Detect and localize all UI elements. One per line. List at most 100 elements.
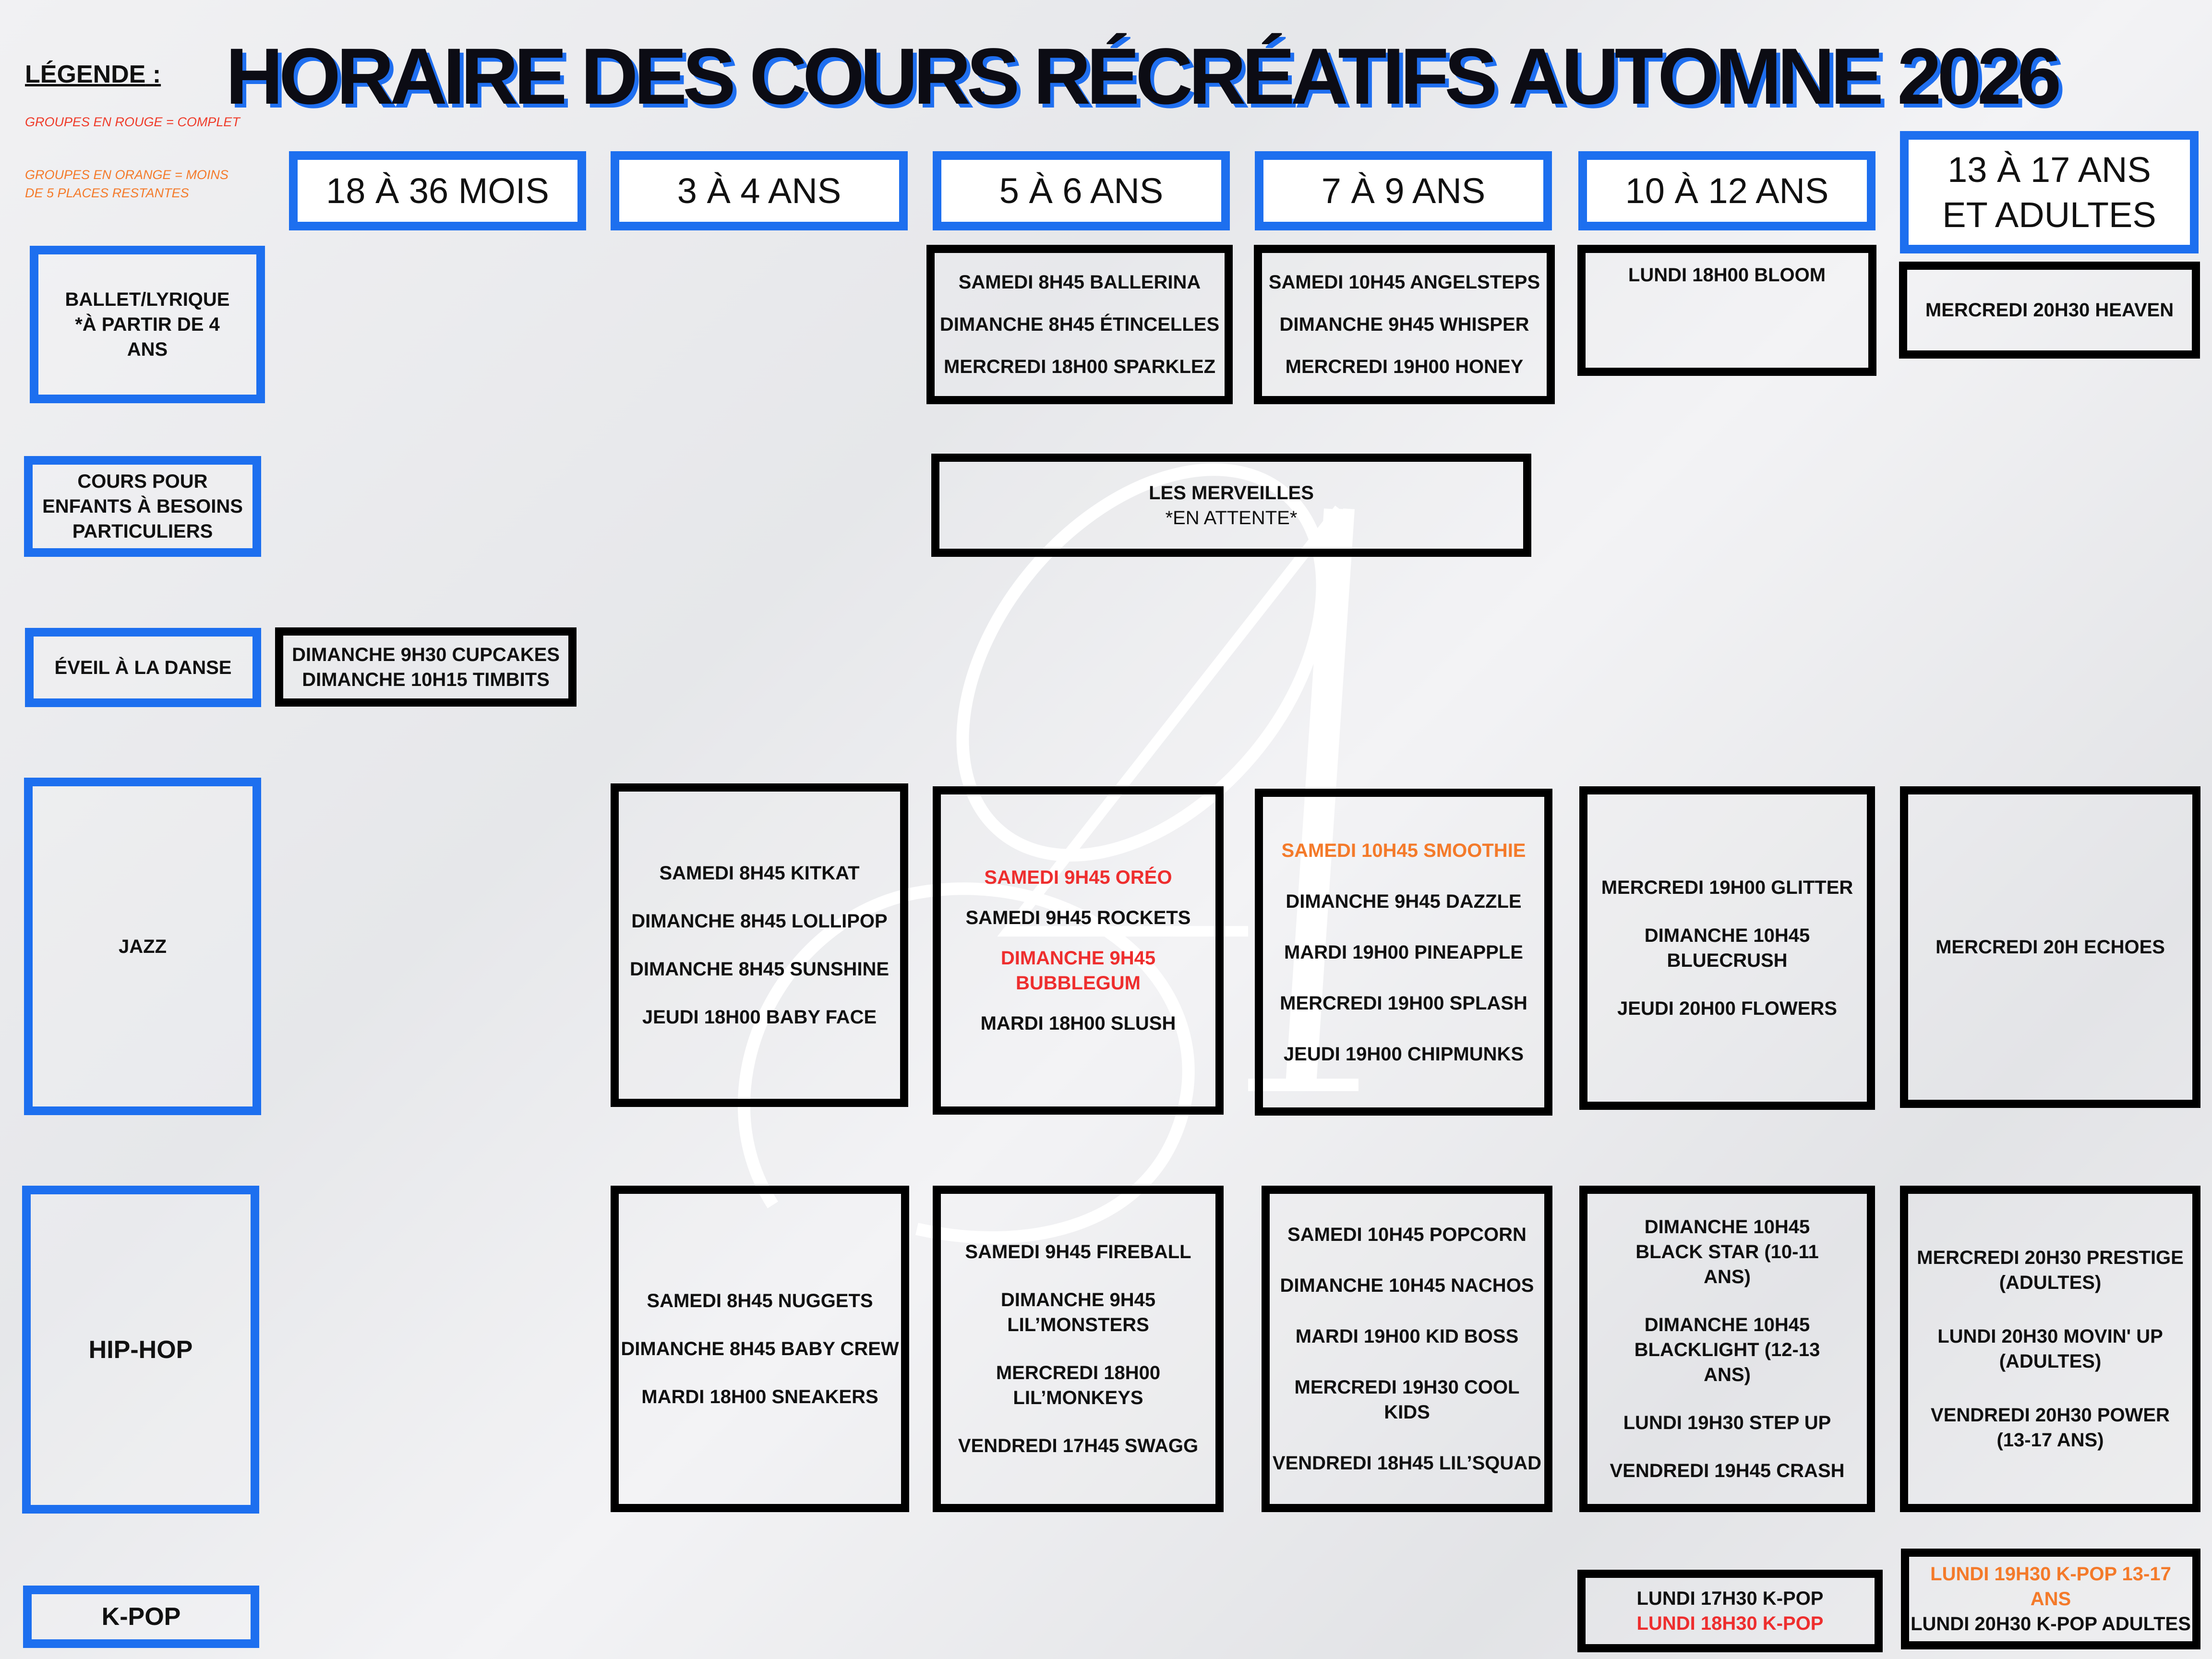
ballet-7-9-cell: SAMEDI 10H45 ANGELSTEPS DIMANCHE 9H45 WH… — [1254, 245, 1555, 404]
class-item: LUNDI 19H30 STEP UP — [1623, 1412, 1831, 1433]
class-item: SAMEDI 8H45 KITKAT — [659, 863, 860, 884]
class-item: MERCREDI 19H30 COOL KIDS — [1294, 1377, 1520, 1423]
class-item: MERCREDI 20H30 HEAVEN — [1925, 300, 2174, 321]
jazz-3-4-cell: SAMEDI 8H45 KITKAT DIMANCHE 8H45 LOLLIPO… — [611, 783, 908, 1107]
kpop-13-adults-cell: LUNDI 19H30 K-POP 13-17 ANS LUNDI 20H30 … — [1901, 1549, 2200, 1649]
class-item: DIMANCHE 8H45 BABY CREW — [621, 1338, 899, 1359]
legend-title: LÉGENDE : — [25, 60, 161, 89]
category-jazz: JAZZ — [24, 778, 261, 1115]
class-item: SAMEDI 9H45 ROCKETS — [965, 907, 1191, 928]
age-header-label: 18 À 36 MOIS — [326, 170, 549, 211]
class-item: MERCREDI 19H00 SPLASH — [1280, 992, 1527, 1014]
class-item: SAMEDI 9H45 ORÉO — [984, 867, 1172, 888]
class-item: SAMEDI 8H45 BALLERINA — [958, 272, 1201, 293]
hiphop-7-9-cell: SAMEDI 10H45 POPCORN DIMANCHE 10H45 NACH… — [1262, 1186, 1552, 1512]
kpop-10-12-cell: LUNDI 17H30 K-POP LUNDI 18H30 K-POP — [1577, 1570, 1883, 1652]
class-item: MARDI 18H00 SNEAKERS — [641, 1386, 878, 1407]
age-header-5-6: 5 À 6 ANS — [933, 151, 1230, 230]
class-item: DIMANCHE 9H30 CUPCAKES — [292, 644, 560, 665]
legend-colon: : — [145, 60, 161, 88]
age-header-18-36m: 18 À 36 MOIS — [289, 151, 586, 230]
class-item: MERCREDI 18H00 LIL’MONKEYS — [996, 1362, 1161, 1408]
class-item: MERCREDI 20H ECHOES — [1936, 937, 2165, 958]
monogram-watermark-icon — [738, 463, 1358, 1244]
age-header-label: 5 À 6 ANS — [999, 170, 1164, 211]
jazz-7-9-cell: SAMEDI 10H45 SMOOTHIE DIMANCHE 9H45 DAZZ… — [1255, 789, 1552, 1116]
class-item: JEUDI 20H00 FLOWERS — [1617, 998, 1837, 1019]
class-item: MERCREDI 18H00 SPARKLEZ — [943, 356, 1216, 377]
category-label: ÉVEIL À LA DANSE — [54, 657, 232, 678]
class-item: DIMANCHE 10H15 TIMBITS — [302, 669, 550, 690]
category-label: BALLET/LYRIQUE *À PARTIR DE 4 ANS — [65, 289, 230, 360]
class-item: MERCREDI 19H00 GLITTER — [1601, 877, 1853, 898]
legend-label: LÉGENDE — [25, 60, 146, 88]
class-item: DIMANCHE 8H45 LOLLIPOP — [631, 911, 888, 932]
jazz-10-12-cell: MERCREDI 19H00 GLITTER DIMANCHE 10H45 BL… — [1579, 786, 1875, 1110]
eveil-18-36m-cell: DIMANCHE 9H30 CUPCAKES DIMANCHE 10H15 TI… — [275, 627, 577, 707]
legend-red-note: GROUPES EN ROUGE = COMPLET — [25, 115, 240, 129]
age-header-7-9: 7 À 9 ANS — [1255, 151, 1552, 230]
class-item: LES MERVEILLES — [1149, 482, 1314, 504]
age-header-3-4: 3 À 4 ANS — [611, 151, 908, 230]
class-item: DIMANCHE 10H45 BLUECRUSH — [1644, 925, 1810, 971]
special-needs-cell: LES MERVEILLES *EN ATTENTE* — [931, 454, 1531, 557]
class-item: DIMANCHE 10H45 NACHOS — [1280, 1275, 1534, 1296]
class-item: DIMANCHE 10H45 BLACK STAR (10-11 ANS) — [1635, 1216, 1819, 1287]
class-item: LUNDI 20H30 K-POP ADULTES — [1911, 1613, 2191, 1635]
hiphop-13-adults-cell: MERCREDI 20H30 PRESTIGE (ADULTES) LUNDI … — [1900, 1186, 2200, 1512]
category-label: COURS POUR ENFANTS À BESOINS PARTICULIER… — [42, 471, 243, 542]
hiphop-10-12-cell: DIMANCHE 10H45 BLACK STAR (10-11 ANS) DI… — [1579, 1186, 1875, 1512]
class-item: DIMANCHE 9H45 WHISPER — [1279, 314, 1529, 335]
class-item: JEUDI 18H00 BABY FACE — [642, 1007, 877, 1028]
category-eveil: ÉVEIL À LA DANSE — [25, 628, 261, 707]
class-item: DIMANCHE 8H45 SUNSHINE — [629, 959, 890, 980]
class-item: DIMANCHE 10H45 BLACKLIGHT (12-13 ANS) — [1634, 1314, 1820, 1385]
class-item: SAMEDI 9H45 FIREBALL — [965, 1241, 1191, 1262]
class-item: LUNDI 18H30 K-POP — [1636, 1613, 1824, 1634]
class-item: DIMANCHE 9H45 BUBBLEGUM — [1000, 948, 1156, 994]
class-item: SAMEDI 10H45 POPCORN — [1287, 1224, 1527, 1245]
class-item: VENDREDI 17H45 SWAGG — [958, 1435, 1199, 1456]
page-title: HORAIRE DES COURS RÉCRÉATIFS AUTOMNE 202… — [226, 32, 2061, 121]
jazz-5-6-cell: SAMEDI 9H45 ORÉO SAMEDI 9H45 ROCKETS DIM… — [933, 786, 1224, 1115]
class-item: LUNDI 20H30 MOVIN' UP (ADULTES) — [1937, 1326, 2163, 1372]
class-item: VENDREDI 19H45 CRASH — [1610, 1460, 1845, 1481]
category-label: JAZZ — [119, 936, 167, 957]
hiphop-5-6-cell: SAMEDI 9H45 FIREBALL DIMANCHE 9H45 LIL’M… — [933, 1186, 1224, 1512]
category-label: K-POP — [101, 1603, 181, 1631]
category-kpop: K-POP — [23, 1586, 259, 1648]
legend-orange-note: GROUPES EN ORANGE = MOINS DE 5 PLACES RE… — [25, 168, 228, 200]
category-ballet: BALLET/LYRIQUE *À PARTIR DE 4 ANS — [30, 246, 265, 403]
class-item: DIMANCHE 8H45 ÉTINCELLES — [939, 314, 1220, 335]
age-header-label: 10 À 12 ANS — [1625, 170, 1829, 211]
class-item: *EN ATTENTE* — [1165, 507, 1298, 529]
class-item: LUNDI 18H00 BLOOM — [1628, 264, 1826, 286]
jazz-13-adults-cell: MERCREDI 20H ECHOES — [1900, 786, 2200, 1108]
class-item: DIMANCHE 9H45 LIL’MONSTERS — [1000, 1289, 1156, 1335]
class-item: MARDI 18H00 SLUSH — [980, 1013, 1176, 1034]
class-item: SAMEDI 10H45 ANGELSTEPS — [1268, 272, 1540, 293]
age-header-label: 13 À 17 ANS ET ADULTES — [1942, 149, 2156, 235]
class-item: VENDREDI 20H30 POWER (13-17 ANS) — [1931, 1405, 2170, 1451]
age-header-label: 7 À 9 ANS — [1321, 170, 1486, 211]
class-item: SAMEDI 8H45 NUGGETS — [647, 1290, 873, 1311]
ballet-13-adults-cell: MERCREDI 20H30 HEAVEN — [1899, 262, 2200, 359]
class-item: VENDREDI 18H45 LIL’SQUAD — [1272, 1453, 1542, 1474]
class-item: MERCREDI 20H30 PRESTIGE (ADULTES) — [1917, 1247, 2184, 1293]
class-item: LUNDI 17H30 K-POP — [1636, 1588, 1824, 1609]
category-hiphop: HIP-HOP — [22, 1186, 259, 1514]
class-item: SAMEDI 10H45 SMOOTHIE — [1281, 840, 1526, 861]
class-item: LUNDI 19H30 K-POP 13-17 ANS — [1930, 1563, 2171, 1610]
class-item: MERCREDI 19H00 HONEY — [1285, 356, 1524, 377]
age-header-10-12: 10 À 12 ANS — [1578, 151, 1875, 230]
age-header-label: 3 À 4 ANS — [677, 170, 842, 211]
category-label: HIP-HOP — [88, 1335, 193, 1364]
class-item: JEUDI 19H00 CHIPMUNKS — [1283, 1043, 1524, 1065]
age-header-13-adults: 13 À 17 ANS ET ADULTES — [1900, 131, 2199, 253]
hiphop-3-4-cell: SAMEDI 8H45 NUGGETS DIMANCHE 8H45 BABY C… — [611, 1186, 909, 1512]
ballet-5-6-cell: SAMEDI 8H45 BALLERINA DIMANCHE 8H45 ÉTIN… — [926, 245, 1233, 404]
class-item: MARDI 19H00 PINEAPPLE — [1284, 941, 1523, 963]
category-special-needs: COURS POUR ENFANTS À BESOINS PARTICULIER… — [24, 456, 261, 557]
ballet-10-12-cell: LUNDI 18H00 BLOOM — [1577, 245, 1876, 376]
class-item: DIMANCHE 9H45 DAZZLE — [1286, 890, 1522, 912]
